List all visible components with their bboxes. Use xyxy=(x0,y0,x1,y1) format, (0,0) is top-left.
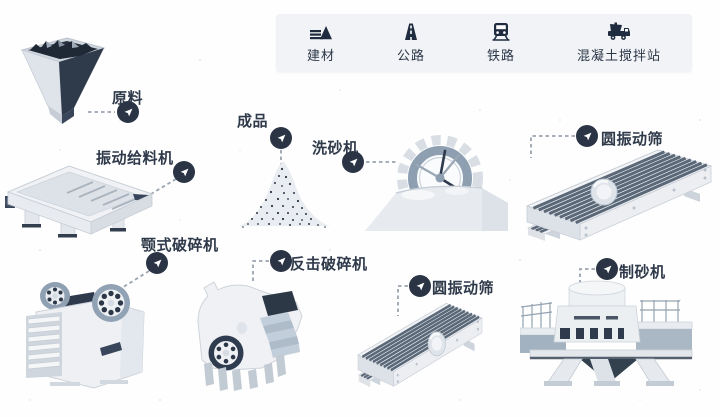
vibrating-screen-bottom-illustration xyxy=(356,296,484,388)
connector-screen-bottom xyxy=(397,285,408,316)
logo-arrow-icon xyxy=(277,257,285,265)
label-finished-product: 成品 xyxy=(237,113,269,130)
legend-item-highway: 公路 xyxy=(397,22,425,64)
logo-arrow-icon xyxy=(603,265,611,273)
logo-arrow-icon xyxy=(583,132,591,140)
hopper-illustration xyxy=(20,36,105,128)
legend-item-concrete-mixing-plant: 混凝土搅拌站 xyxy=(577,22,661,64)
legend-label: 铁路 xyxy=(486,48,515,63)
label-jaw-crusher: 颚式破碎机 xyxy=(141,237,219,254)
marker-vibrating-screen-bottom xyxy=(409,275,431,297)
jaw-crusher-illustration xyxy=(22,266,182,394)
connector-sand-maker xyxy=(579,268,595,287)
marker-vibrating-feeder xyxy=(173,161,195,183)
impact-crusher-illustration xyxy=(190,276,318,404)
logo-arrow-icon xyxy=(153,259,161,267)
legend-item-building-materials: 建材 xyxy=(307,22,335,64)
sand-pile-illustration xyxy=(236,152,332,230)
logo-arrow-icon xyxy=(416,282,424,290)
marker-finished-product xyxy=(270,127,292,149)
legend-label: 公路 xyxy=(396,48,425,63)
logo-arrow-icon xyxy=(180,168,188,176)
materials-icon xyxy=(309,26,332,40)
marker-impact-crusher xyxy=(270,250,292,272)
sand-washer-illustration xyxy=(362,125,512,237)
marker-sand-maker xyxy=(596,258,618,280)
legend-label: 建材 xyxy=(306,48,335,63)
sand-maker-illustration xyxy=(520,280,698,395)
legend-item-railway: 铁路 xyxy=(487,22,515,64)
marker-vibrating-screen-top xyxy=(576,125,598,147)
railway-icon xyxy=(492,23,510,41)
marker-jaw-crusher xyxy=(146,252,168,274)
vibrating-feeder-illustration xyxy=(5,158,155,238)
label-vibrating-screen-bottom: 圆振动筛 xyxy=(432,280,495,297)
legend-panel: 建材 公路 铁路 xyxy=(276,14,692,72)
logo-arrow-icon xyxy=(124,108,132,116)
label-impact-crusher: 反击破碎机 xyxy=(290,256,368,273)
logo-arrow-icon xyxy=(349,158,357,166)
connector-impact-crusher xyxy=(252,260,269,284)
legend-label: 混凝土搅拌站 xyxy=(576,48,661,63)
mixer-truck-icon xyxy=(607,22,630,40)
vibrating-screen-top-illustration xyxy=(524,142,714,242)
label-vibrating-screen-top: 圆振动筛 xyxy=(601,131,664,148)
road-icon xyxy=(404,23,417,40)
label-sand-maker: 制砂机 xyxy=(619,264,666,281)
marker-sand-washer xyxy=(342,151,364,173)
logo-arrow-icon xyxy=(277,134,285,142)
connector-screen-top xyxy=(530,135,575,158)
marker-raw-material xyxy=(117,101,139,123)
label-vibrating-feeder: 振动给料机 xyxy=(96,150,174,167)
